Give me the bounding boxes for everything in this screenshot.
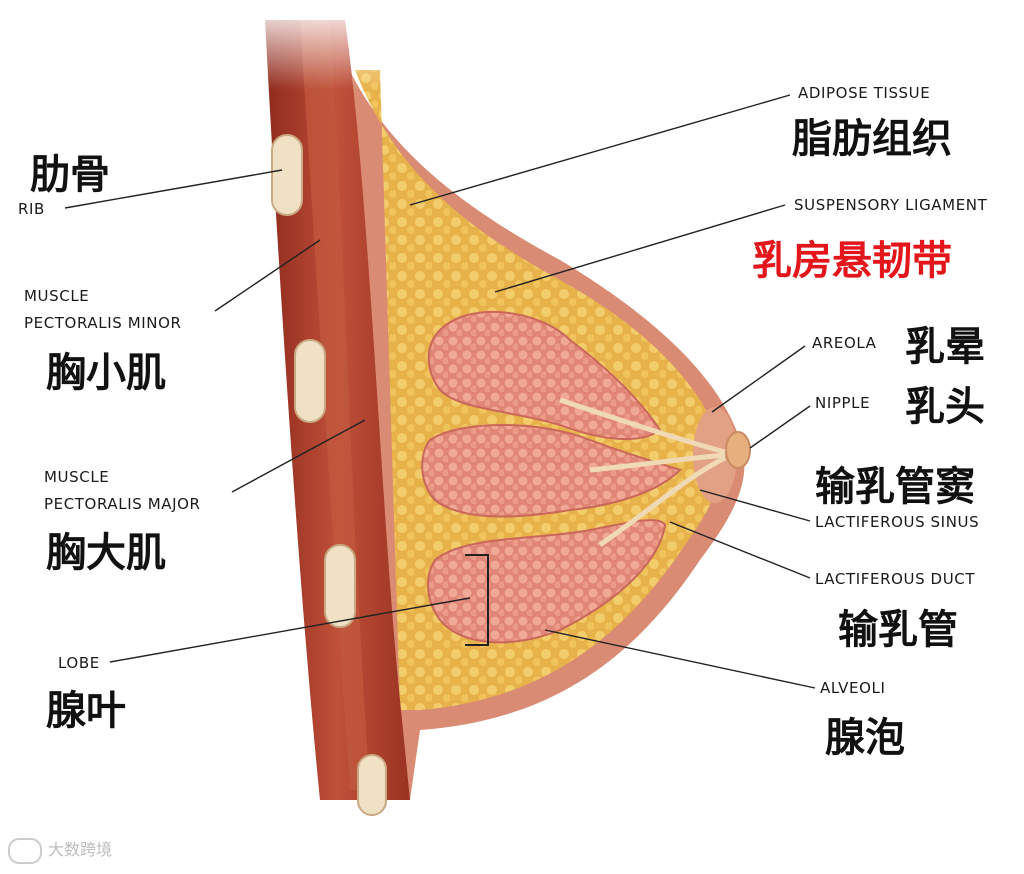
adipose-tissue-label-en: ADIPOSE TISSUE: [798, 84, 931, 102]
suspensory-ligament-label-en: SUSPENSORY LIGAMENT: [794, 196, 988, 214]
pectoralis-minor-label-en-1: MUSCLE: [24, 287, 90, 305]
watermark-logo-icon: [8, 837, 42, 864]
suspensory-ligament-label-zh: 乳房悬韧带: [752, 238, 952, 284]
lobe-label-zh: 腺叶: [46, 688, 126, 734]
lactiferous-duct-label-en: LACTIFEROUS DUCT: [815, 570, 976, 588]
lactiferous-sinus-label-en: LACTIFEROUS SINUS: [815, 513, 980, 531]
leader-lines: [64, 94, 816, 689]
rib-label-en: RIB: [18, 200, 45, 218]
nipple-label-zh: 乳头: [905, 384, 985, 430]
lobe-bracket: [465, 554, 489, 646]
lactiferous-duct: [559, 397, 726, 455]
rib-3: [324, 544, 356, 628]
areola-label-zh: 乳晕: [905, 324, 985, 370]
lobe-middle: [421, 424, 682, 518]
lactiferous-duct: [589, 452, 726, 473]
rib-label-zh: 肋骨: [30, 152, 110, 198]
nipple-shape: [725, 431, 751, 469]
lactiferous-sinus-label-zh: 输乳管窦: [815, 464, 975, 510]
adipose-tissue-label-zh: 脂肪组织: [792, 116, 952, 162]
lactiferous-duct: [598, 455, 727, 548]
watermark: 大数跨境: [8, 836, 112, 864]
areola-label-en: AREOLA: [812, 334, 877, 352]
nipple-label-en: NIPPLE: [815, 394, 871, 412]
pectoralis-major-label-en-2: PECTORALIS MAJOR: [44, 495, 201, 513]
pectoralis-major-label-zh: 胸大肌: [46, 530, 166, 576]
rib-4: [357, 754, 387, 816]
pectoralis-minor-label-en-2: PECTORALIS MINOR: [24, 314, 182, 332]
pectoralis-minor-label-zh: 胸小肌: [46, 350, 166, 396]
rib-1: [271, 134, 303, 216]
lobe-label-en: LOBE: [58, 654, 100, 672]
lactiferous-duct-label-zh: 输乳管: [838, 607, 958, 653]
lobe-upper: [427, 310, 662, 440]
rib-2: [294, 339, 326, 423]
alveoli-label-en: ALVEOLI: [820, 679, 886, 697]
pectoralis-major-label-en-1: MUSCLE: [44, 468, 110, 486]
watermark-text: 大数跨境: [48, 840, 113, 859]
alveoli-label-zh: 腺泡: [825, 715, 905, 761]
